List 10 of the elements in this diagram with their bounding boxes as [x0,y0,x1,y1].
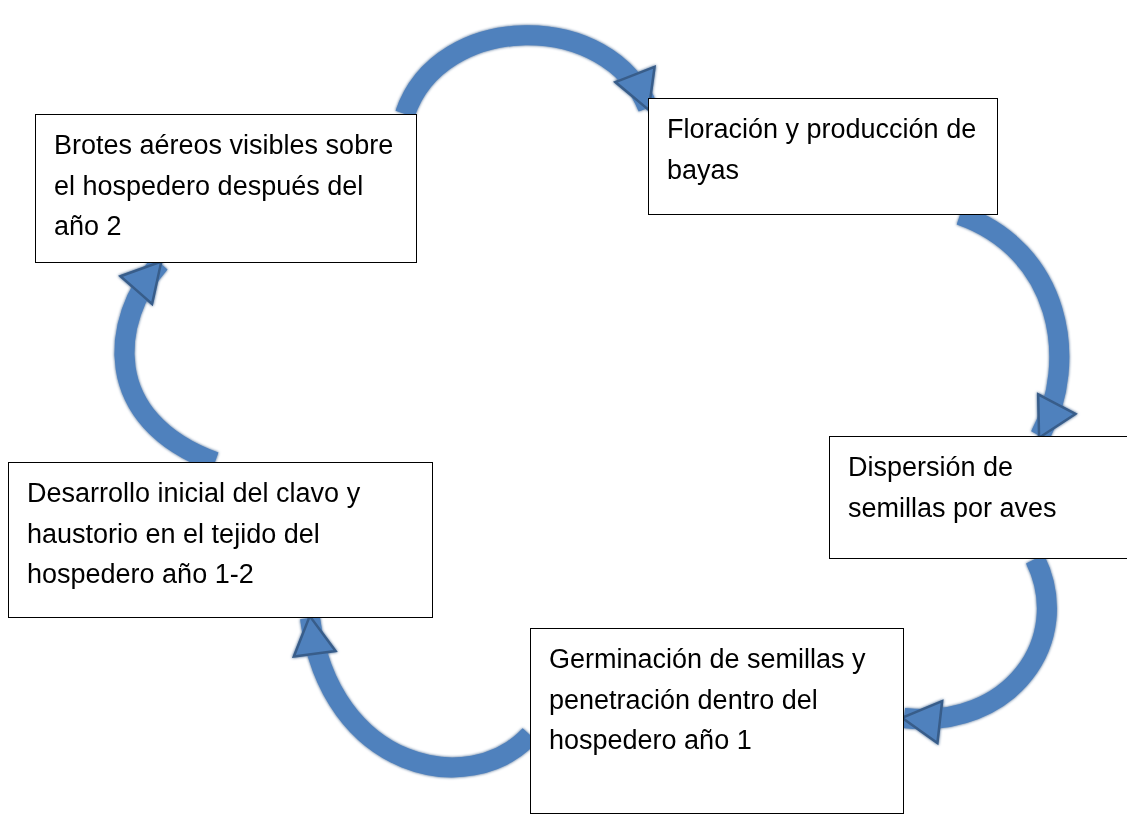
step-text: Brotes aéreos visibles sobre el hospedero después del año 2 [54,129,395,243]
step-text: Desarrollo inicial del clavo y haustorio en el tejido del hospedero año 1-2 [27,477,362,591]
step-text: Germinación de semillas y penetración dentro del hospedero año 1 [549,643,867,757]
process-box [8,462,433,618]
step-text: Dispersión de semillas por aves [848,451,1058,525]
process-box [530,628,904,814]
step-text: Floración y producción de bayas [667,113,978,187]
process-box [35,114,417,263]
process-box [648,98,998,215]
process-box [829,436,1127,559]
